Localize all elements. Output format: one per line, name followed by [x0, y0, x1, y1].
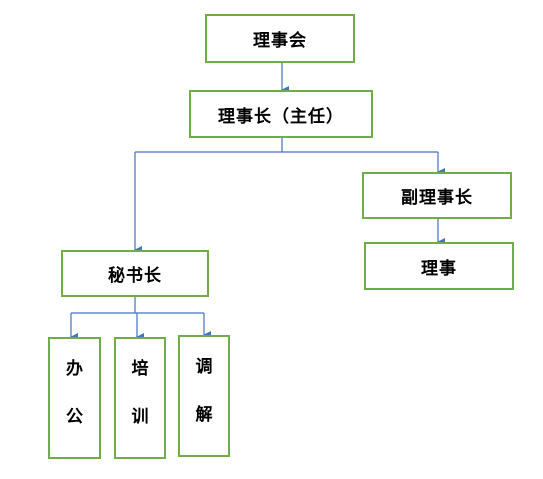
node-training-char-2: 训	[131, 407, 149, 427]
node-training: 培 训	[114, 337, 166, 459]
node-director-label: 理事	[421, 258, 457, 279]
node-mediation: 调 解	[178, 335, 230, 457]
node-director: 理事	[364, 242, 514, 290]
node-chairman-label: 理事长（主任）	[218, 106, 344, 127]
node-board: 理事会	[205, 14, 355, 63]
node-vice-chairman-label: 副理事长	[401, 188, 473, 208]
node-board-label: 理事会	[253, 31, 307, 51]
node-office: 办 公	[48, 337, 101, 459]
node-mediation-char-2: 解	[195, 405, 213, 425]
node-chairman: 理事长（主任）	[189, 90, 373, 138]
node-vice-chairman: 副理事长	[362, 172, 512, 219]
node-secretary-general-label: 秘书长	[108, 266, 162, 286]
node-mediation-char-1: 调	[195, 357, 213, 377]
node-office-char-1: 办	[66, 359, 83, 379]
node-training-char-1: 培	[131, 359, 149, 379]
node-secretary-general: 秘书长	[61, 250, 209, 297]
node-office-char-2: 公	[66, 407, 83, 427]
